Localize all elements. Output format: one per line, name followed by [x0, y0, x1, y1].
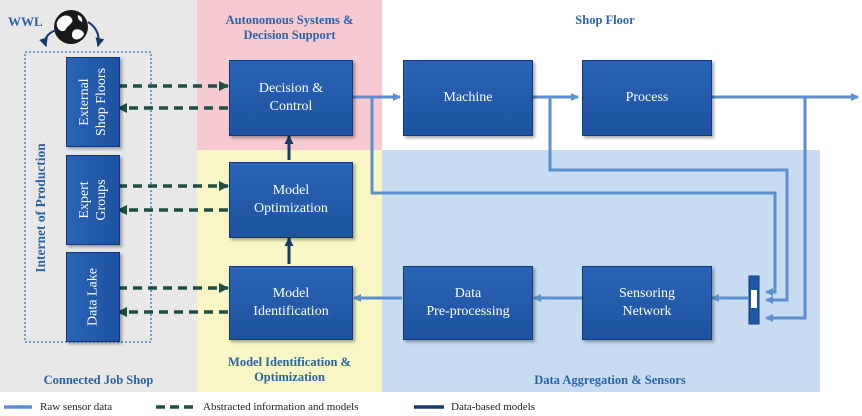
sensoring-network-box: Sensoring Network: [582, 266, 712, 340]
globe-icon: [54, 10, 88, 44]
title-autonomous-systems: Autonomous Systems & Decision Support: [225, 13, 354, 42]
expert-groups-label: Expert Groups: [77, 179, 109, 221]
model-optimization-box: Model Optimization: [229, 162, 353, 238]
abstracted-info-lines: [117, 81, 229, 317]
legend-abstracted-label: Abstracted information and models: [203, 401, 359, 413]
title-shop-floor: Shop Floor: [575, 13, 635, 27]
expert-groups-box: Expert Groups: [66, 155, 120, 245]
sensor-bar-window: [751, 290, 757, 308]
raw-data-lines: [352, 93, 859, 322]
wwl-arrow-left: [39, 29, 57, 47]
data-lake-box: Data Lake: [66, 252, 120, 342]
legend-raw-label: Raw sensor data: [40, 401, 113, 413]
data-preprocessing-box: Data Pre-processing: [403, 266, 533, 340]
data-lake-label: Data Lake: [85, 268, 101, 326]
external-shop-floors-label: External Shop Floors: [77, 67, 109, 137]
wwl-arrow-right: [87, 21, 105, 47]
process-box: Process: [582, 60, 712, 136]
model-identification-box: Model Identification: [229, 266, 353, 340]
title-connected-job-shop: Connected Job Shop: [43, 373, 154, 387]
decision-control-box: Decision & Control: [229, 60, 353, 136]
wwl-label: WWL: [8, 14, 43, 29]
external-shop-floors-box: External Shop Floors: [66, 57, 120, 147]
title-model-identification: Model Identification & Optimization: [228, 355, 351, 384]
internet-of-production-label: Internet of Production: [33, 143, 48, 273]
legend-databased-label: Data-based models: [451, 401, 535, 413]
title-data-aggregation: Data Aggregation & Sensors: [534, 373, 686, 387]
machine-box: Machine: [403, 60, 533, 136]
